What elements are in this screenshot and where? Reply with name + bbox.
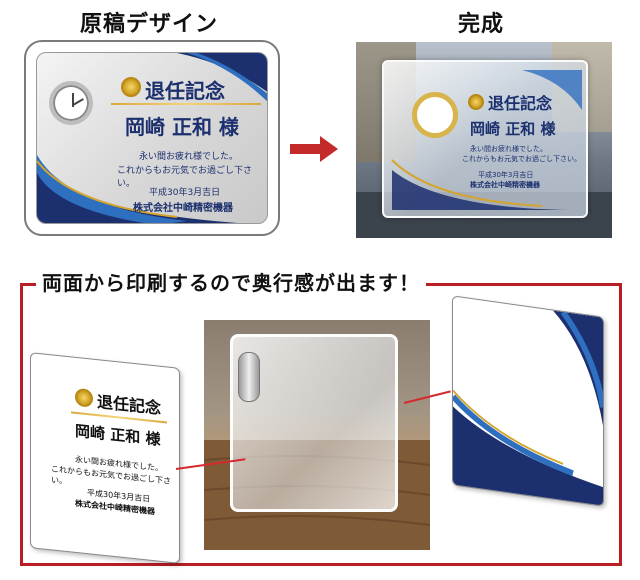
plate-date: 平成30年3月吉日 xyxy=(149,188,221,198)
clock-icon xyxy=(238,352,260,402)
plate-swoosh-bottom xyxy=(37,155,238,223)
plate-message-line1: 永い間お疲れ様でした。 xyxy=(139,152,239,162)
plate-name: 岡崎 正和 様 xyxy=(125,115,239,139)
design-heading: 原稿デザイン xyxy=(80,12,219,37)
medal-icon xyxy=(468,94,484,110)
photo-date: 平成30年3月吉日 xyxy=(478,171,534,179)
photo-title: 退任記念 xyxy=(488,94,553,113)
photo-message-line1: 永い間お疲れ様でした。 xyxy=(470,145,547,153)
plate-divider xyxy=(111,103,261,105)
plate-message-line2: これからもお元気でお過ごし下さい。 xyxy=(117,166,253,189)
front-print-panel: 退任記念 岡崎 正和 様 永い間お疲れ様でした。 これからもお元気でお過ごし下さ… xyxy=(30,352,180,564)
back-print-panel xyxy=(452,295,604,507)
plate-company: 株式会社中崎精密機器 xyxy=(133,203,233,214)
plate-swoosh-top xyxy=(177,53,267,102)
clock-icon xyxy=(49,81,93,125)
crystal-block-blank xyxy=(230,334,398,512)
finished-heading: 完成 xyxy=(458,12,505,37)
photo-company: 株式会社中崎精密機器 xyxy=(470,181,540,189)
photo-message-line2: これからもお元気でお過ごし下さい。 xyxy=(462,155,581,163)
section-title: 両面から印刷するので奥行感が出ます！ xyxy=(36,267,426,296)
plate-title: 退任記念 xyxy=(145,79,225,103)
medal-icon xyxy=(75,387,93,408)
back-swoosh xyxy=(453,310,604,507)
photo-name: 岡崎 正和 様 xyxy=(470,120,556,138)
crystal-swoosh xyxy=(391,70,582,210)
medal-icon xyxy=(121,77,141,97)
design-plate: 退任記念 岡崎 正和 様 永い間お疲れ様でした。 これからもお元気でお過ごし下さ… xyxy=(36,52,268,224)
front-name: 岡崎 正和 様 xyxy=(75,421,161,449)
clock-icon xyxy=(412,92,458,138)
right-arrow-icon xyxy=(290,136,338,162)
